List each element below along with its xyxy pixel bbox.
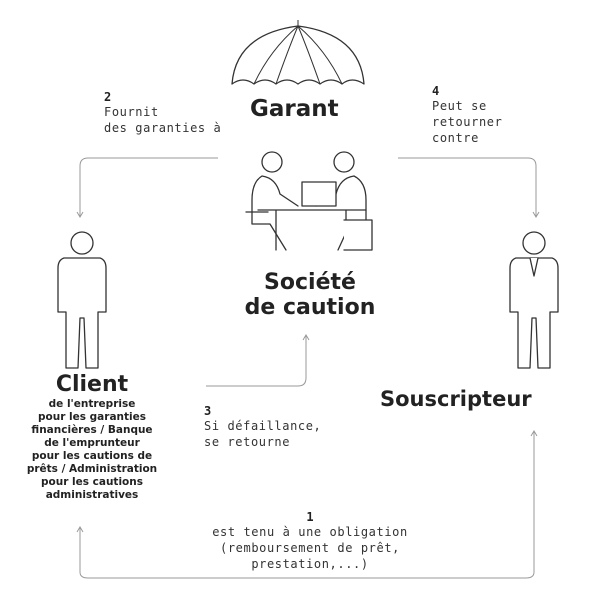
step-1-line: (remboursement de prêt, prestation,...) [220,541,400,571]
node-garant: Garant [250,96,339,122]
step-2: 2 Fournit des garanties à [104,90,221,136]
step-2-number: 2 [104,90,112,104]
step-4-line: retourner [432,115,503,129]
umbrella-icon [231,20,365,85]
step-4: 4 Peut se retourner contre [432,84,502,146]
step-3-number: 3 [204,404,212,418]
node-souscripteur: Souscripteur [380,387,532,411]
step-3-line: se retourne [204,435,291,449]
client-sub-line: financières / Banque [31,424,153,436]
connector-3 [206,336,307,387]
step-4-line: Peut se [432,99,487,113]
client-sub-line: de l'entreprise [48,398,136,410]
step-3: 3 Si défaillance, se retourne [204,404,321,450]
step-3-line: Si défaillance, [204,419,322,433]
connector-1 [79,432,535,579]
step-4-line: contre [432,131,479,145]
node-societe-line2: de caution [244,295,376,320]
node-societe-line1: Société [264,270,356,295]
node-societe-de-caution: Société de caution [222,270,398,320]
client-sub-line: prêts / Administration [26,463,158,475]
node-client: Client de l'entreprise pour les garantie… [2,372,182,502]
step-2-line: Fournit [104,105,159,119]
step-1-line: est tenu à une obligation [212,525,408,539]
client-title: Client [55,372,129,397]
client-person-icon [57,231,107,369]
connector-2 [79,157,218,216]
meeting-icon [245,151,373,251]
client-sub-line: de l'emprunteur [44,437,140,449]
client-sub-line: administratives [45,489,139,501]
step-1-number: 1 [306,510,314,524]
step-4-number: 4 [432,84,440,98]
connector-4 [398,157,537,216]
step-1: 1 est tenu à une obligation (rembourseme… [160,510,460,572]
client-sub-line: pour les garanties [38,411,146,423]
client-sub-line: pour les cautions [40,476,143,488]
souscripteur-person-icon [509,231,559,369]
step-2-line: des garanties à [104,121,222,135]
client-sub-line: pour les cautions de [31,450,153,462]
